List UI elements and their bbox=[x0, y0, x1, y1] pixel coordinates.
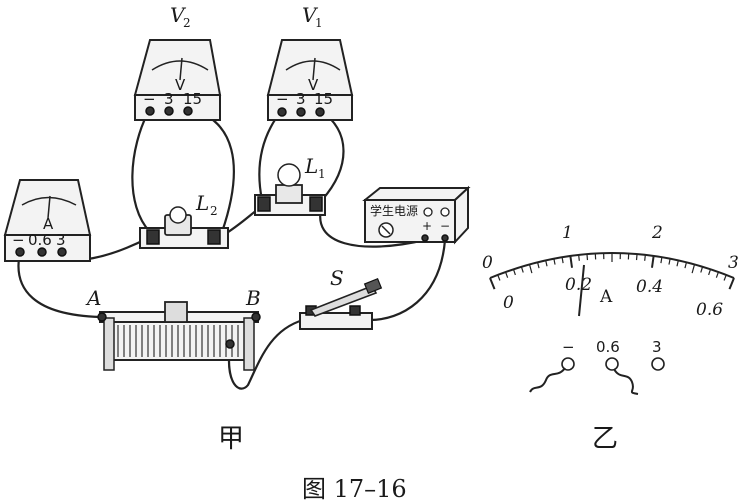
dial-unit: A bbox=[599, 287, 613, 307]
dial-lower-0.4: 0.4 bbox=[636, 277, 663, 297]
voltmeter-v2: V − 3 15 V 2 bbox=[133, 3, 222, 121]
voltmeter-v2-subscript: 2 bbox=[183, 16, 191, 30]
voltmeter-v2-terminal-15: 15 bbox=[183, 90, 202, 108]
rheostat: A B bbox=[85, 286, 261, 371]
dial-tick bbox=[578, 254, 580, 261]
voltmeter-v2-label: V bbox=[170, 3, 187, 27]
voltmeter-v2-terminal-minus: − bbox=[143, 90, 156, 108]
dial-terminal-0.6: 0.6 bbox=[596, 338, 620, 356]
dial-tick bbox=[561, 257, 564, 264]
rheostat-end-a: A bbox=[85, 286, 101, 310]
power-supply-plus-mark: + bbox=[422, 219, 432, 233]
dial-tick bbox=[586, 254, 589, 261]
rheostat-end-b: B bbox=[245, 286, 261, 310]
voltmeter-v1-face-label: V bbox=[308, 76, 319, 94]
switch-label: S bbox=[330, 266, 344, 290]
dial-upper-2: 2 bbox=[651, 223, 663, 243]
dial-tick bbox=[708, 269, 712, 276]
lamp-l2: L 2 bbox=[139, 191, 229, 249]
dial-tick bbox=[553, 258, 556, 265]
voltmeter-v1-terminal-15: 15 bbox=[314, 90, 333, 108]
lamp-l2-subscript: 2 bbox=[210, 204, 218, 218]
voltmeter-v1-subscript: 1 bbox=[315, 16, 323, 30]
caption-left: 甲 bbox=[218, 424, 244, 454]
dial-ticks bbox=[489, 253, 735, 290]
dial-tick bbox=[528, 264, 533, 274]
dial-tick bbox=[635, 254, 638, 261]
power-supply-minus-mark: − bbox=[440, 219, 450, 233]
dial-tick bbox=[489, 277, 496, 290]
power-supply-label: 学生电源 bbox=[370, 203, 418, 218]
dial-tick bbox=[700, 266, 704, 273]
dial-wire-0.6 bbox=[613, 368, 639, 395]
dial-upper-0: 0 bbox=[482, 253, 493, 273]
voltmeter-v1-label: V bbox=[302, 3, 319, 27]
lamp-l1: L 1 bbox=[254, 154, 326, 216]
voltmeter-v2-face-label: V bbox=[175, 76, 186, 94]
dial-tick bbox=[650, 255, 655, 268]
dial-terminal-3: 3 bbox=[652, 338, 662, 356]
voltmeter-v2-terminal-3: 3 bbox=[164, 90, 174, 108]
dial-tick bbox=[684, 262, 688, 269]
ammeter-dial: 0 1 2 3 0 0.2 0.4 0.6 A − 0.6 3 bbox=[482, 223, 739, 395]
lamp-l1-subscript: 1 bbox=[318, 167, 326, 181]
ammeter-terminal-minus: − bbox=[12, 231, 25, 249]
dial-tick bbox=[668, 258, 671, 265]
dial-tick bbox=[691, 264, 696, 274]
ammeter-terminal-3: 3 bbox=[56, 231, 66, 249]
dial-tick bbox=[505, 271, 509, 278]
voltmeter-v1-terminal-minus: − bbox=[276, 90, 289, 108]
dial-wire-minus bbox=[529, 367, 566, 393]
switch: S bbox=[299, 266, 383, 330]
dial-tick bbox=[644, 254, 646, 261]
dial-tick bbox=[497, 274, 501, 281]
figure-caption: 图 17–16 bbox=[302, 475, 407, 503]
dial-tick bbox=[728, 277, 735, 290]
dial-terminal-minus: − bbox=[562, 338, 575, 356]
dial-tick bbox=[512, 269, 516, 276]
dial-tick bbox=[676, 260, 679, 267]
ammeter-terminal-0.6: 0.6 bbox=[28, 231, 52, 249]
power-supply: 学生电源 + − bbox=[362, 185, 471, 245]
dial-tick bbox=[520, 266, 524, 273]
dial-lower-0: 0 bbox=[503, 293, 514, 313]
dial-upper-1: 1 bbox=[562, 223, 573, 243]
lamp-l1-label: L bbox=[304, 154, 318, 178]
lamp-l2-label: L bbox=[195, 191, 209, 215]
dial-tick bbox=[715, 271, 719, 278]
voltmeter-v1-terminal-3: 3 bbox=[296, 90, 306, 108]
ammeter-face-label: A bbox=[43, 215, 54, 233]
dial-tick bbox=[660, 257, 663, 264]
dial-tick bbox=[545, 260, 548, 267]
dial-tick bbox=[536, 262, 540, 269]
dial-needle bbox=[578, 264, 585, 317]
voltmeter-v1: V − 3 15 V 1 bbox=[266, 3, 354, 121]
dial-lower-0.2: 0.2 bbox=[565, 275, 592, 295]
dial-tick bbox=[569, 255, 574, 268]
dial-tick bbox=[723, 274, 727, 281]
dial-lower-0.6: 0.6 bbox=[696, 300, 723, 320]
caption-right: 乙 bbox=[592, 424, 618, 454]
ammeter: A − 0.6 3 bbox=[3, 179, 92, 262]
dial-upper-3: 3 bbox=[728, 253, 739, 273]
